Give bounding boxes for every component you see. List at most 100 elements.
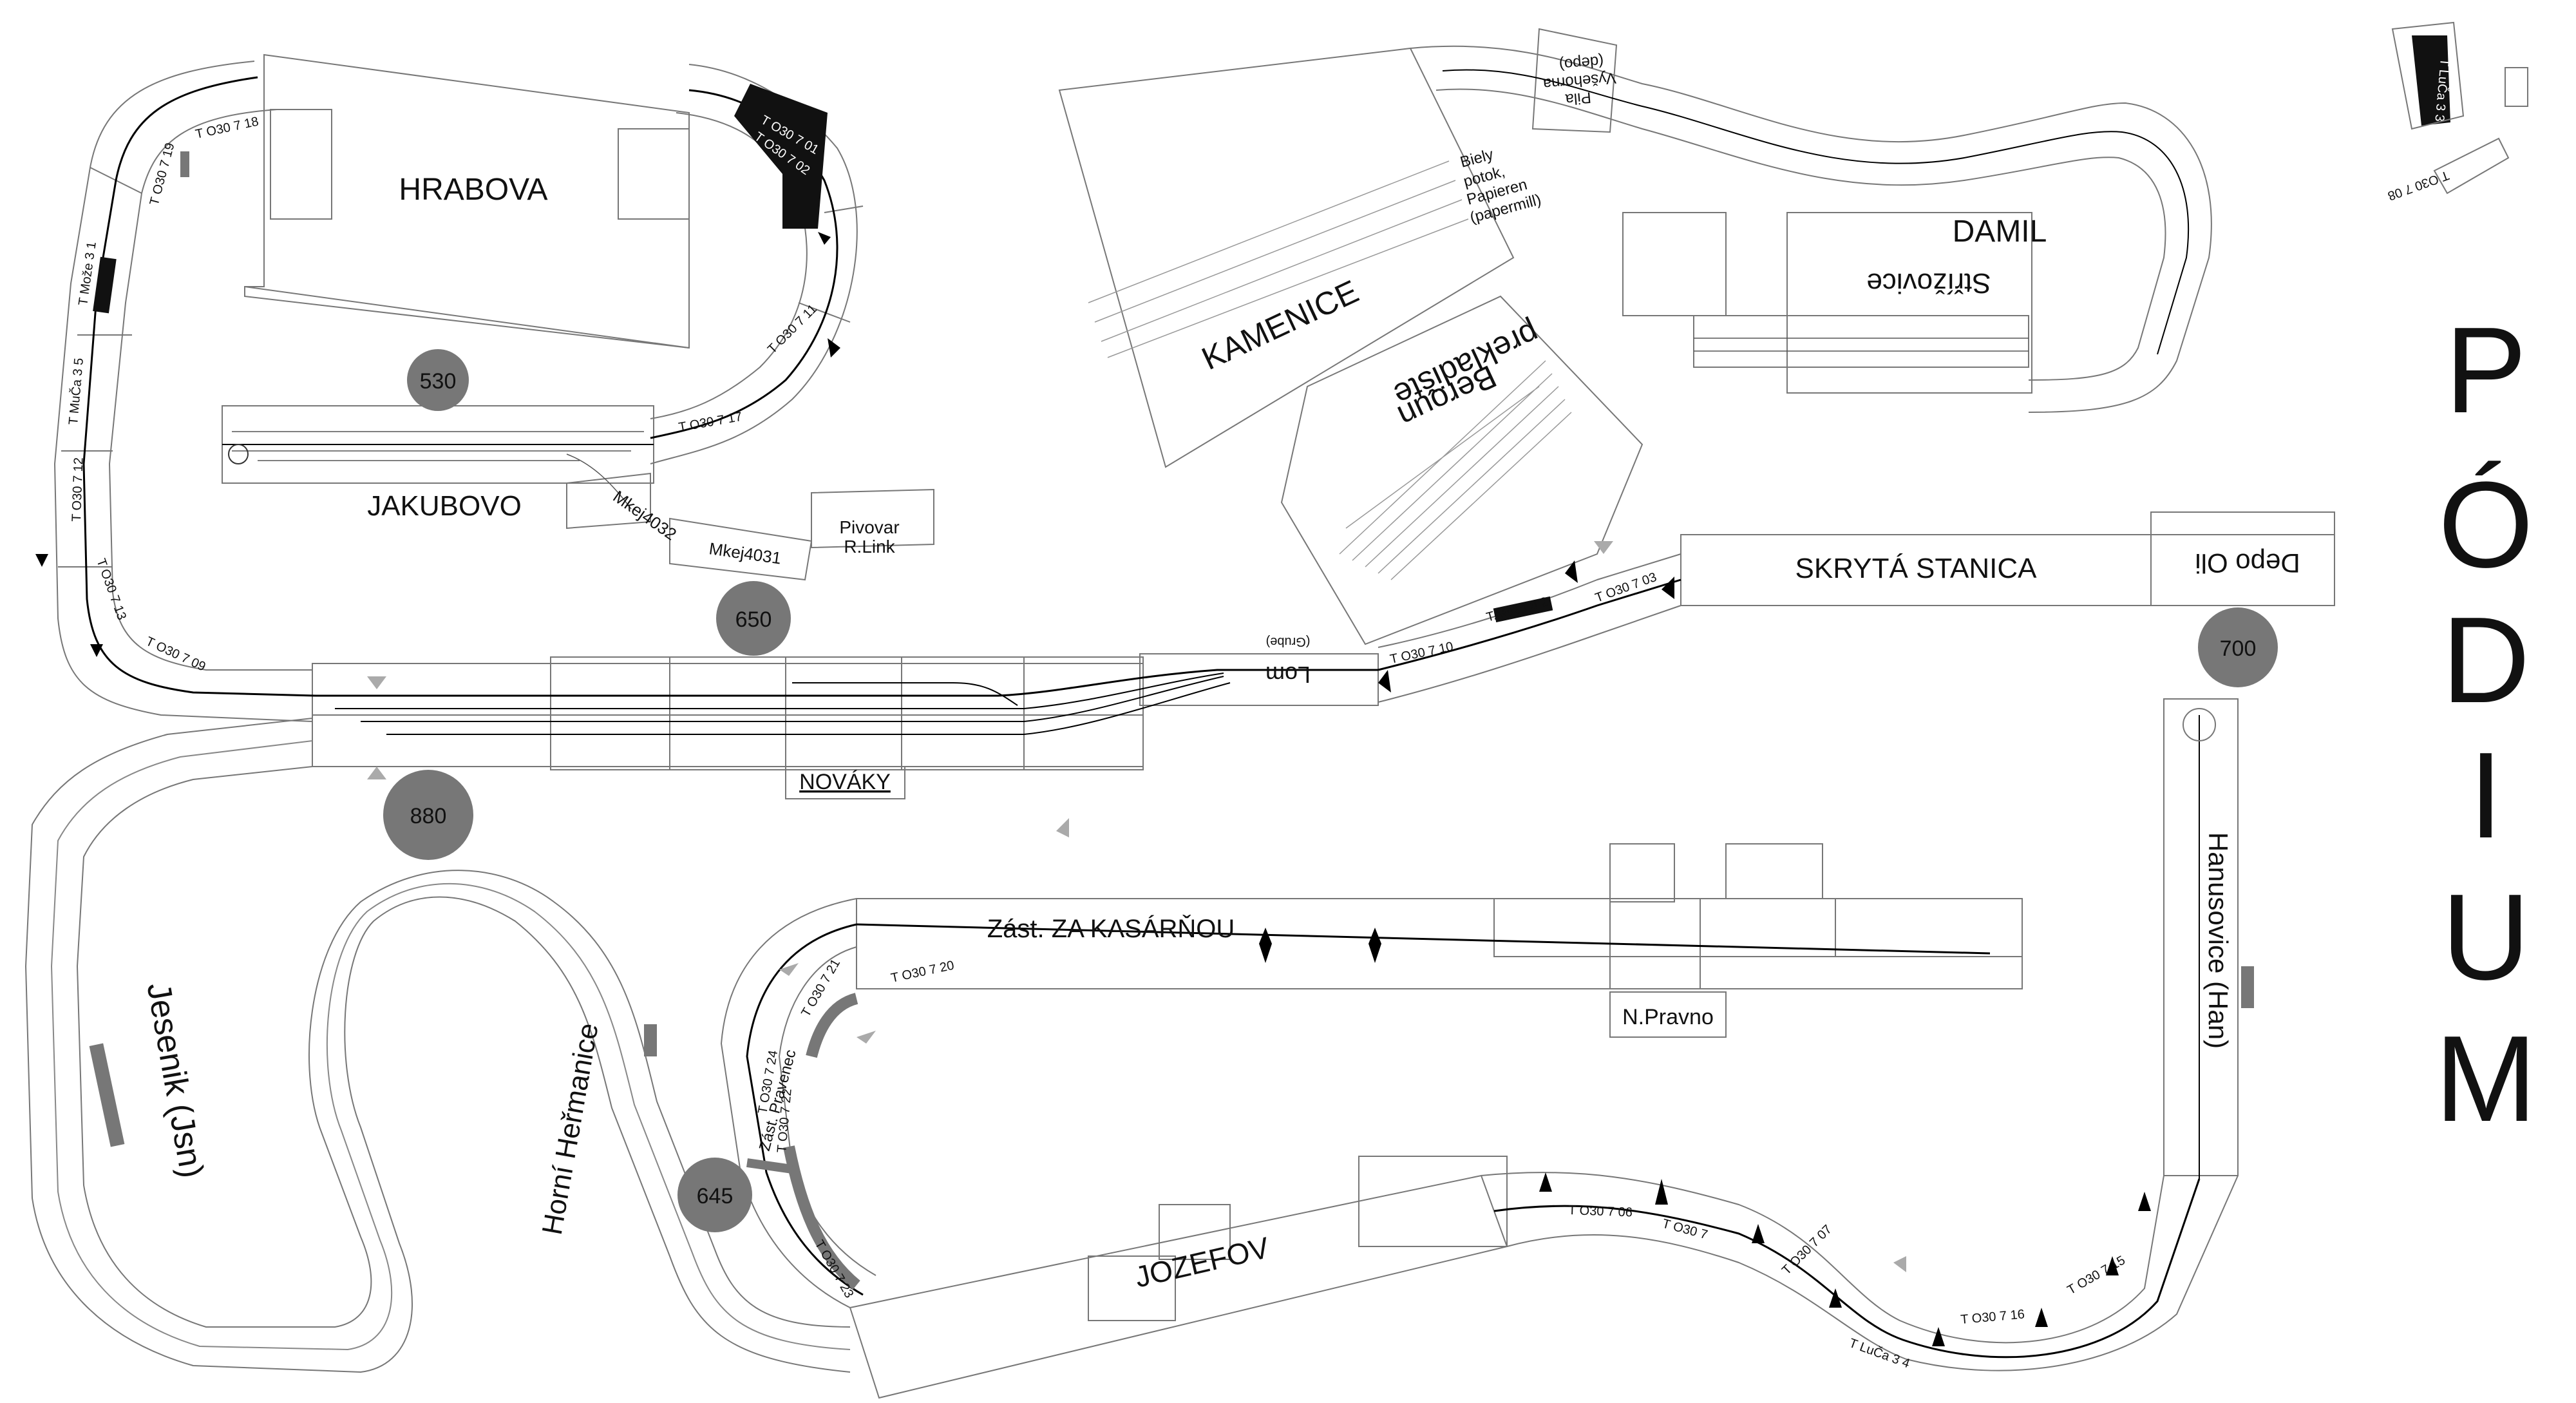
marker-645-circle xyxy=(677,1158,752,1232)
strizovice-tracks xyxy=(1694,338,2029,352)
novaky-track4 xyxy=(386,682,1231,735)
station-pila-line2: Vyšehorna xyxy=(1542,69,1616,93)
podium-letter-3: D xyxy=(2441,592,2530,729)
station-horni-hermanice: Horní Heřmanice xyxy=(536,1020,605,1237)
station-zast-kasarnou: Zást. ZA KASÁRŇOU xyxy=(987,914,1235,943)
module-t711: T O30 7 11 xyxy=(765,302,820,357)
marker-530-circle xyxy=(407,349,469,411)
station-n-pravno: N.Pravno xyxy=(1622,1005,1714,1029)
strizovice-block xyxy=(1693,315,2029,368)
module-tmuca35: T MuČa 3 5 xyxy=(66,358,86,426)
hrabova-annex-right xyxy=(618,128,690,220)
hanusovice-block xyxy=(2163,698,2239,1176)
main-line-beroun xyxy=(1378,578,1681,671)
platform-hanusovice xyxy=(2241,966,2254,1008)
jesenik-loop-track xyxy=(50,740,851,1351)
platform-horni xyxy=(644,1024,657,1056)
station-novaky: NOVÁKY xyxy=(799,770,891,794)
station-kamenice: KAMENICE xyxy=(1197,273,1364,377)
platform-t723 xyxy=(783,1145,860,1290)
module-t709: T O30 7 09 xyxy=(144,635,208,674)
station-pila-line1: Pila xyxy=(1564,88,1592,108)
module-t707: T O30 7 07 xyxy=(1779,1222,1835,1277)
novaky-ladder xyxy=(316,669,1378,697)
pila-block xyxy=(1531,28,1618,133)
station-jakubovo: JAKUBOVO xyxy=(367,490,522,522)
beroun-yard-tracks xyxy=(1339,360,1572,580)
marker-700-label: 700 xyxy=(2220,636,2257,661)
marker-700-circle xyxy=(2198,607,2278,687)
zast-kasarnou-track xyxy=(856,923,1991,955)
module-tluca34: T LuČa 3 4 xyxy=(1847,1335,1912,1371)
podium-letter-1: P xyxy=(2445,302,2527,439)
main-line-west xyxy=(82,76,316,697)
solid-modules xyxy=(89,35,2450,1290)
station-skryta-stanica: SKRYTÁ STANICA xyxy=(1795,553,2038,584)
joint-markers xyxy=(35,232,2151,1346)
jakubovo-yard-tracks xyxy=(232,431,644,510)
novaky-label-box xyxy=(785,766,905,799)
module-t717: T O30 7 17 xyxy=(677,410,743,435)
podium-letters: P Ó D I U M xyxy=(2435,302,2537,1147)
podium-letter-2: Ó xyxy=(2438,457,2533,593)
n-pravno-upper xyxy=(1609,843,1675,902)
zast-kasarnou-block xyxy=(856,898,2023,989)
module-mkej4032: Mkej4032 xyxy=(610,486,681,544)
station-pivovar-line2: R.Link xyxy=(844,537,895,557)
podium-letter-4: I xyxy=(2469,727,2503,864)
novaky-track2 xyxy=(335,673,1224,709)
module-outlines xyxy=(24,45,2239,1373)
module-t716: T O30 7 16 xyxy=(1960,1307,2025,1327)
station-jesenik: Jesenik (Jsn) xyxy=(140,980,211,1181)
marker-645-label: 645 xyxy=(697,1184,734,1208)
station-pila-line3: (depo) xyxy=(1558,52,1604,73)
platform-zast-pravenec xyxy=(806,993,858,1058)
marker-880-label: 880 xyxy=(410,804,447,828)
jakubovo-turntable xyxy=(228,444,249,464)
novaky-siding xyxy=(792,682,1018,706)
damil-block xyxy=(1786,212,2032,394)
module-t706: T O30 7 06 xyxy=(1568,1203,1633,1219)
marker-650-label: 650 xyxy=(735,607,772,632)
module-tluca33-black xyxy=(2412,35,2450,126)
platform-t722 xyxy=(746,1158,793,1174)
module-labels: T O30 7 18 T O30 7 19 T Može 3 1 T MuČa … xyxy=(66,58,2452,1371)
rail-lines xyxy=(50,69,2201,1359)
kamenice-block xyxy=(1058,47,1515,468)
station-lom-line1: Lom xyxy=(1265,662,1311,688)
station-pivovar-line1: Pivovar xyxy=(839,517,899,537)
depo-oli-block xyxy=(2150,511,2335,606)
marker-880-circle xyxy=(383,770,473,860)
module-t708: T O30 7 08 xyxy=(2386,167,2451,203)
hrabova-annex-left xyxy=(270,109,332,220)
module-t718: T O30 7 18 xyxy=(194,115,260,142)
upper-loop-track xyxy=(1442,69,2190,355)
circle-markers: 530 650 880 700 645 xyxy=(228,349,2278,1232)
module-t723: T O30 7 23 xyxy=(812,1238,857,1301)
module-t703: T O30 7 03 xyxy=(1593,570,1658,606)
main-line-zast xyxy=(746,923,864,1296)
station-labels: HRABOVA JAKUBOVO NOVÁKY KAMENICE Beroun … xyxy=(140,52,2300,1294)
hrabova-block xyxy=(244,53,690,349)
station-lom-line2: (Grube) xyxy=(1266,635,1311,649)
module-t701-black xyxy=(734,84,828,229)
station-hanusovice: Hanusovice (Han) xyxy=(2203,832,2233,1049)
station-depo-oli: Depo Oli xyxy=(2195,548,2300,578)
module-tmoze32-black xyxy=(1493,596,1553,623)
beroun-block xyxy=(1280,295,1643,645)
station-strizovice: Střížovice xyxy=(1866,267,1991,299)
module-tmoze32: T.Može 3 2 xyxy=(1485,595,1549,625)
novaky-upper-block xyxy=(550,656,1144,770)
jozefov-block xyxy=(849,1174,1508,1399)
marker-530-label: 530 xyxy=(420,369,457,394)
station-hrabova: HRABOVA xyxy=(399,173,547,207)
novaky-track3 xyxy=(361,676,1224,722)
module-t720: T O30 7 20 xyxy=(889,959,955,986)
podium-letter-6: M xyxy=(2435,1011,2537,1147)
podium-modules xyxy=(2391,21,2528,195)
kamenice-yard-tracks xyxy=(1088,160,1469,358)
main-line-southeast xyxy=(1493,1178,2201,1359)
marker-650-circle xyxy=(716,581,791,656)
podium-letter-5: U xyxy=(2441,869,2530,1006)
